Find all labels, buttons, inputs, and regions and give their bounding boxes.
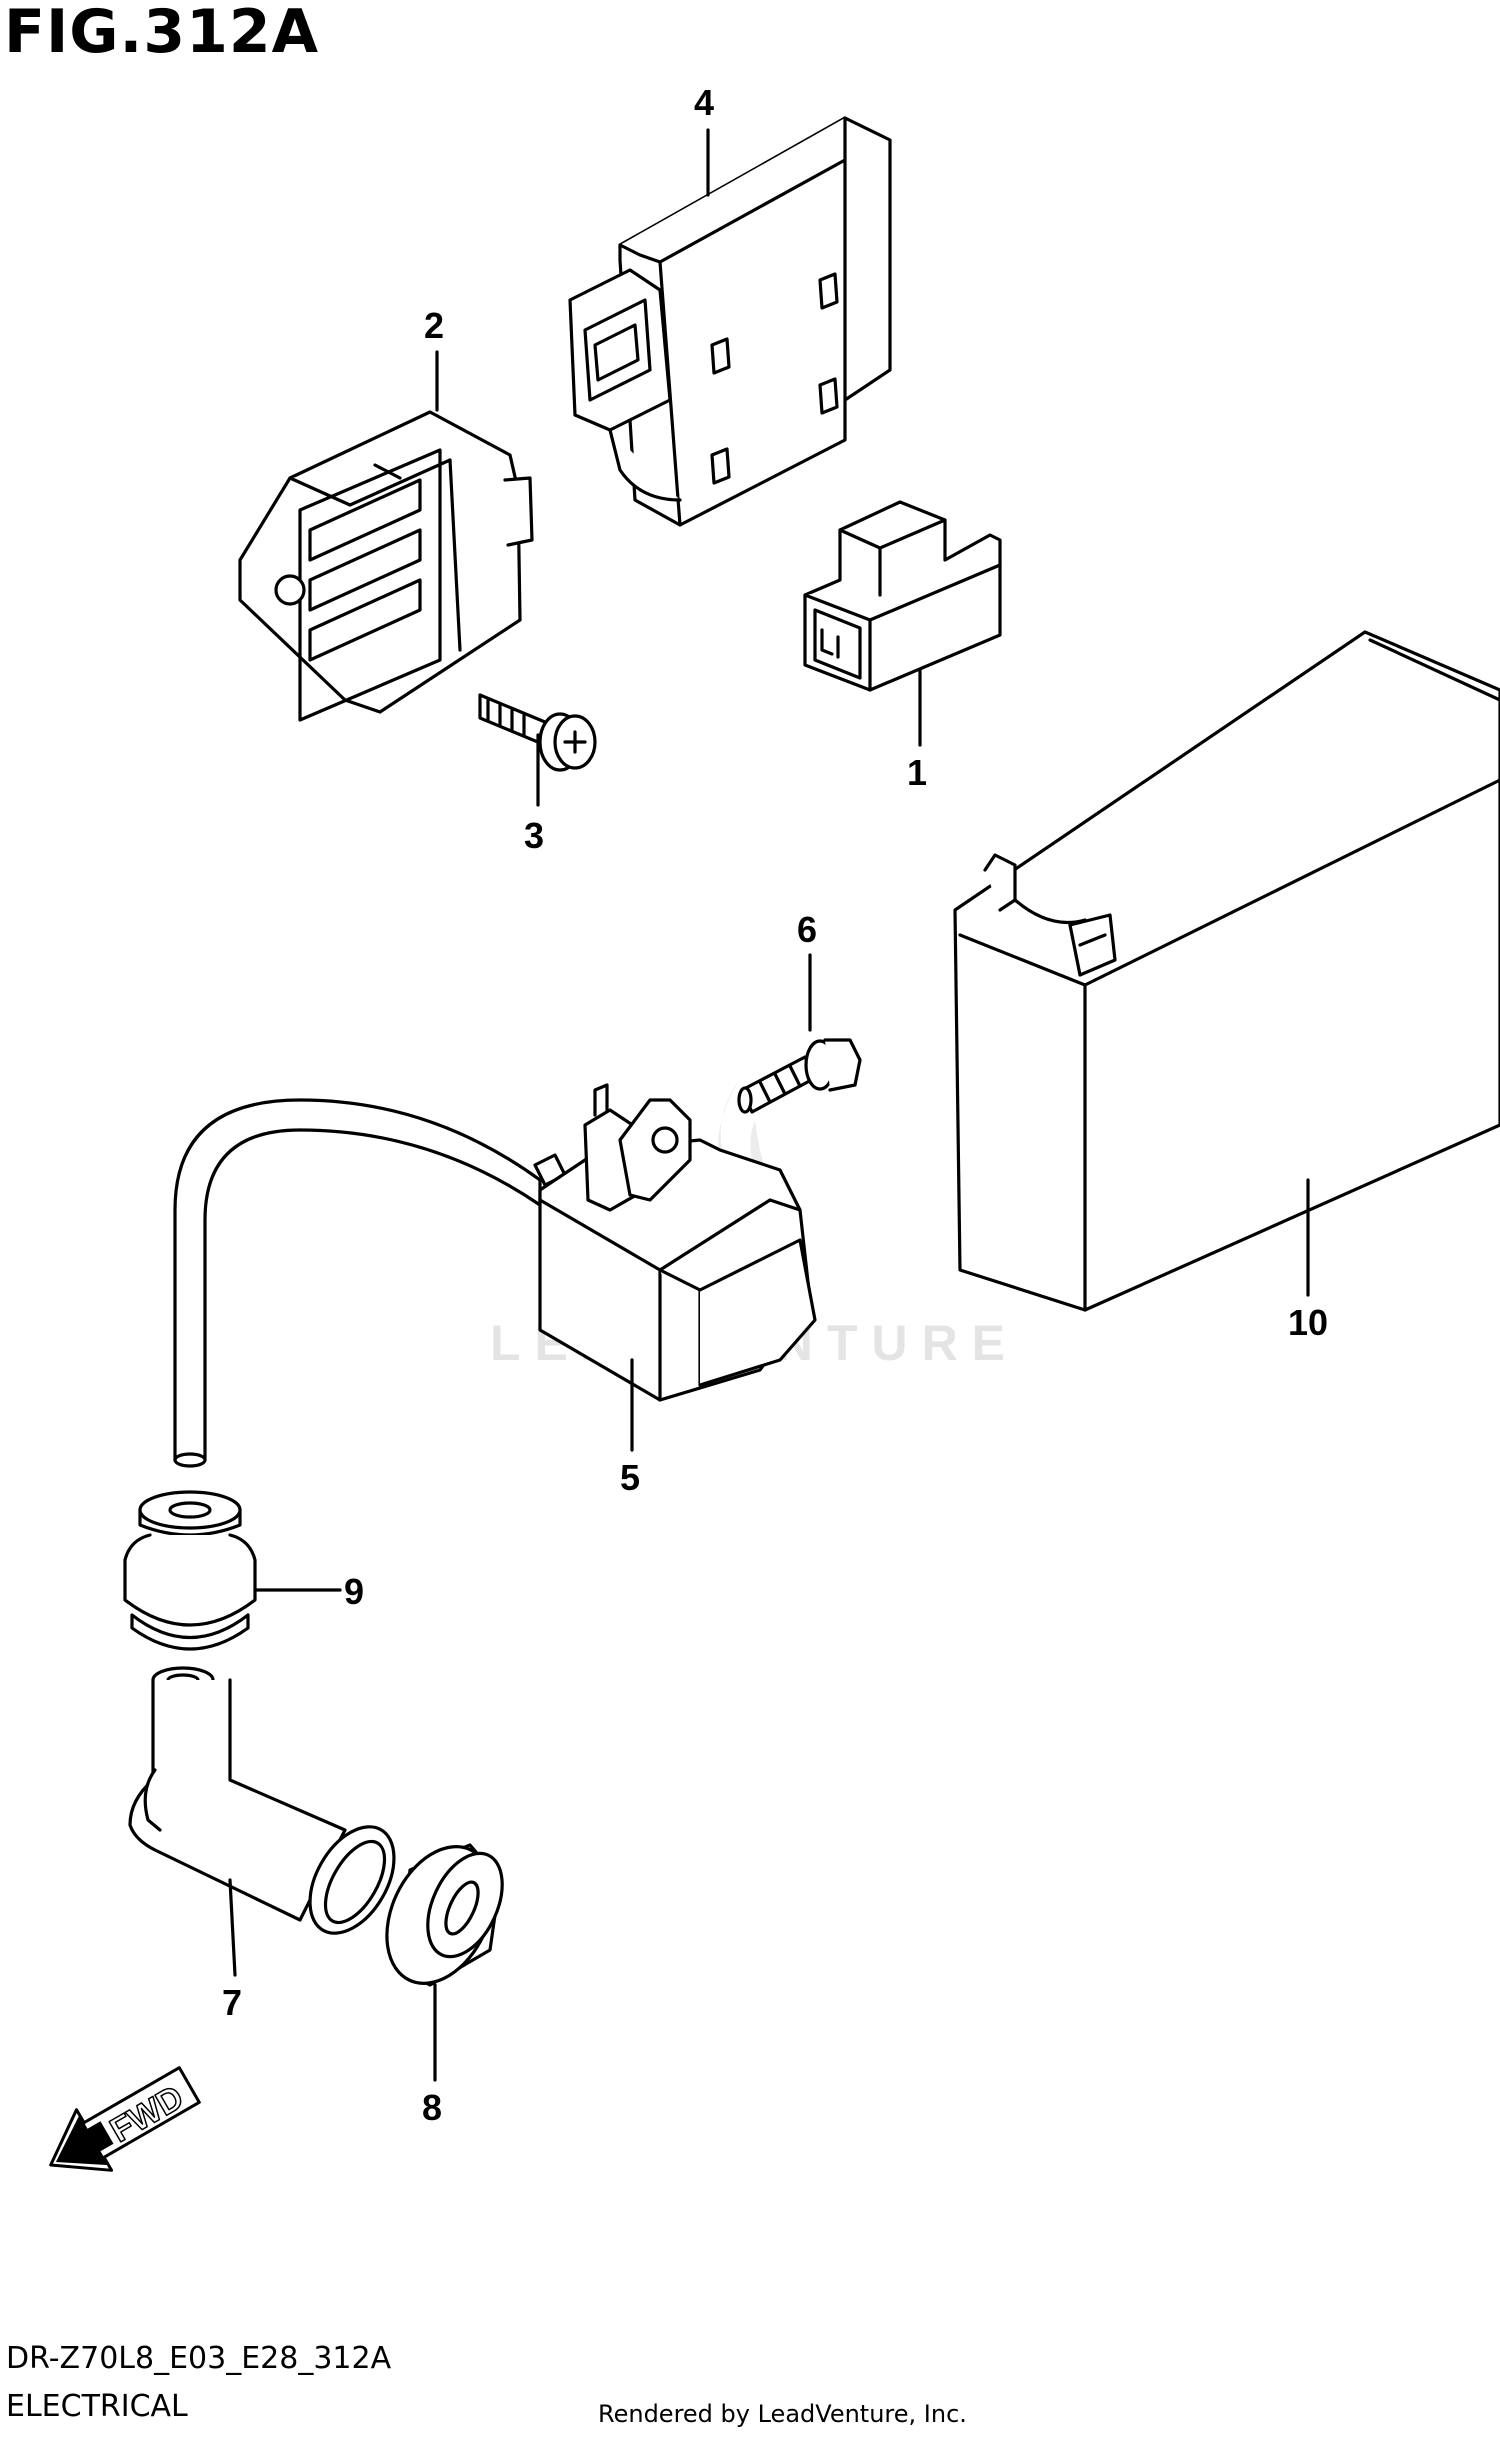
part-number-labels: 4 2 3 1 6 10 5 9 7 8: [222, 82, 1328, 2128]
cdi-unit-part-4: [568, 116, 892, 527]
diagram-section-title: ELECTRICAL: [6, 2389, 188, 2424]
diagram-code: DR-Z70L8_E03_E28_312A: [6, 2341, 392, 2376]
part-label-3: 3: [524, 815, 544, 856]
connector-part-1: [803, 500, 1002, 692]
part-label-1: 1: [907, 752, 927, 793]
ignition-coil-part-5: [173, 1083, 817, 1468]
fwd-arrow-icon: FWD: [49, 2066, 201, 2172]
part-label-10: 10: [1288, 1302, 1328, 1343]
screw-part-3: [478, 693, 597, 772]
part-label-6: 6: [797, 909, 817, 950]
part-label-8: 8: [422, 2087, 442, 2128]
render-credit: Rendered by LeadVenture, Inc.: [598, 2400, 967, 2428]
battery-part-10: [953, 630, 1500, 1312]
bolt-part-6: [737, 1038, 862, 1114]
part-label-5: 5: [620, 1457, 640, 1498]
part-label-4: 4: [694, 82, 714, 123]
rubber-boot-part-9: [123, 1490, 257, 1651]
plug-cap-part-7: [128, 1666, 396, 1935]
part-label-7: 7: [222, 1982, 242, 2023]
part-label-9: 9: [344, 1571, 364, 1612]
grommet-part-8: [385, 1843, 504, 1987]
regulator-part-2: [238, 410, 534, 722]
figure-title: FIG.312A: [4, 0, 320, 67]
leader-lines: [228, 128, 1310, 2082]
part-label-2: 2: [424, 305, 444, 346]
